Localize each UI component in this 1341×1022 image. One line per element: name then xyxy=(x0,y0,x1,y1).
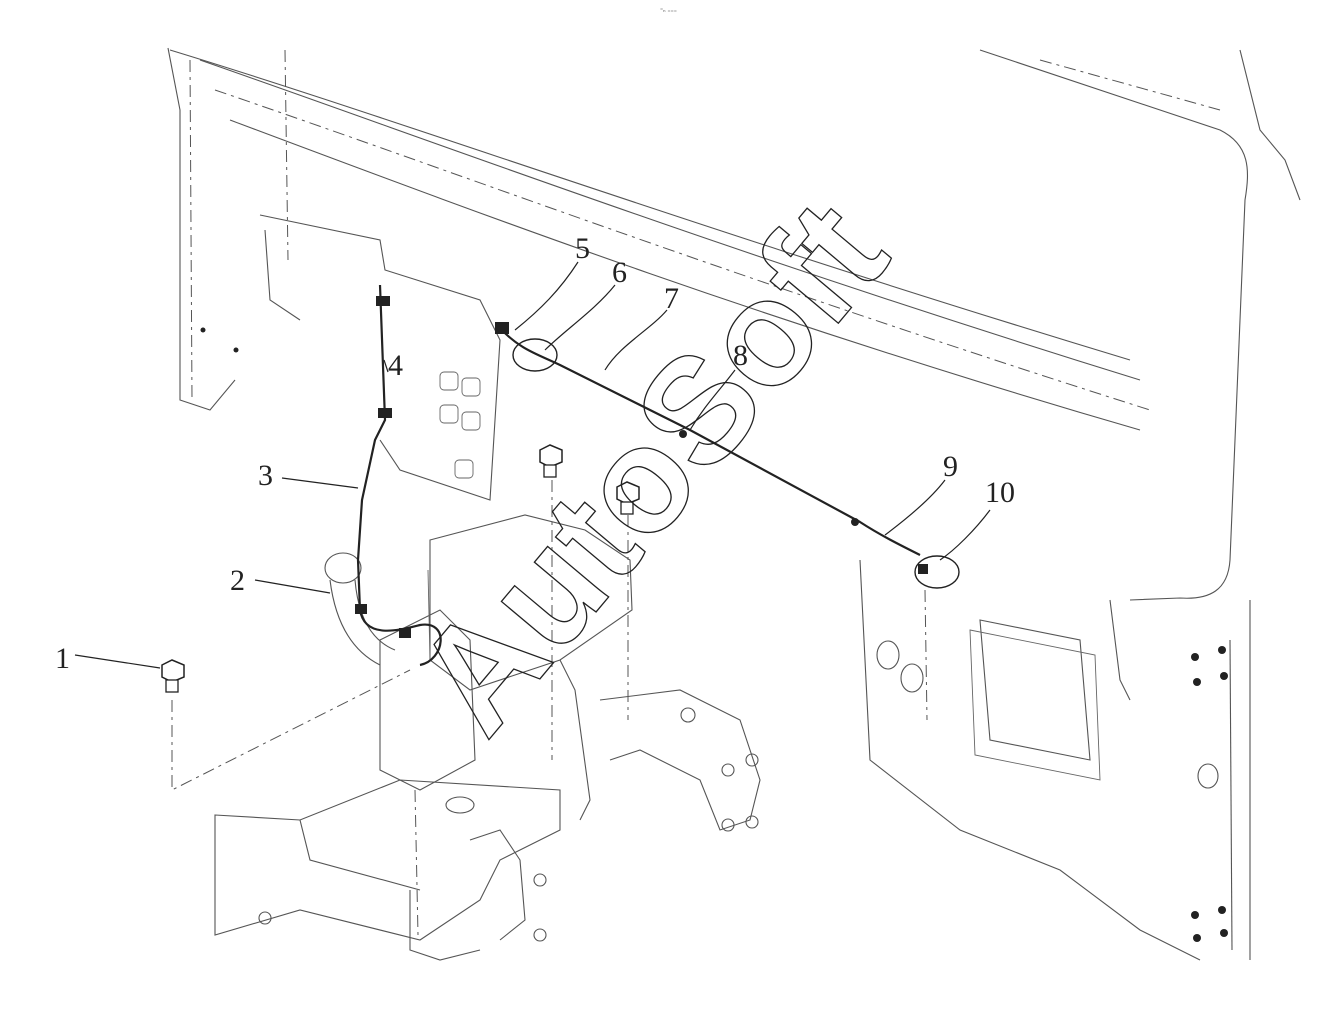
header-mark: ⁼ₙ ₌₌₌ xyxy=(660,7,677,14)
cab-frame-outline xyxy=(167,47,1301,961)
callout-8: 8 xyxy=(733,339,748,372)
alignment-lines xyxy=(171,480,928,936)
callout-2: 2 xyxy=(230,564,245,597)
bolt-icon xyxy=(616,481,640,515)
callout-9: 9 xyxy=(943,450,958,483)
leader-lines xyxy=(74,261,991,669)
nozzle-icon xyxy=(914,555,960,589)
bolt-icon xyxy=(539,444,563,478)
watermark: AutoSoft xyxy=(382,170,918,763)
callout-5: 5 xyxy=(575,232,590,265)
mounting-bracket xyxy=(214,689,761,961)
washer-reservoir xyxy=(379,514,633,821)
callout-labels: 1 2 3 4 5 6 7 8 9 10 xyxy=(55,232,1015,675)
callout-4: 4 xyxy=(388,349,403,382)
callout-3: 3 xyxy=(258,459,273,492)
hose-clip-icon xyxy=(355,296,859,638)
callout-1: 1 xyxy=(55,642,70,675)
callout-10: 10 xyxy=(985,476,1015,509)
bolt-icon xyxy=(161,659,185,693)
callout-7: 7 xyxy=(664,282,679,315)
callout-6: 6 xyxy=(612,256,627,289)
nozzle-icon xyxy=(495,322,558,372)
